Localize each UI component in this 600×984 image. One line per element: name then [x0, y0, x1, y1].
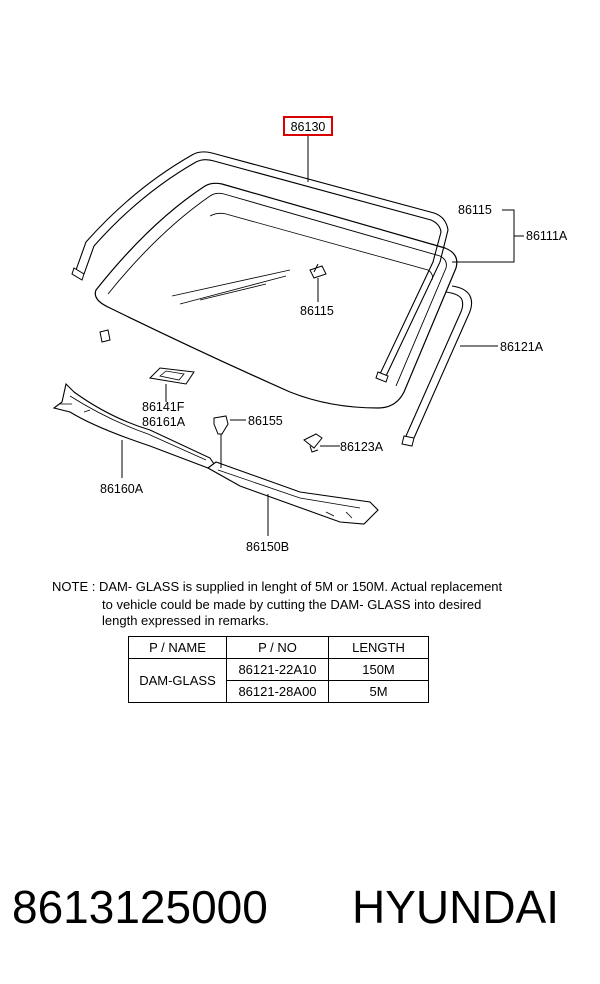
- glass-clip-left: [99, 329, 111, 343]
- callout-86115-top: 86115: [458, 203, 492, 217]
- table-header-row: P / NAME P / NO LENGTH: [128, 636, 429, 659]
- windshield-moulding-outer: [75, 151, 449, 377]
- windshield-reflection: [171, 269, 291, 305]
- windshield-parts-diagram: 86130 86115 86111A 86115 86121A 86141F 8…: [52, 116, 568, 554]
- upper-clip-86115: [309, 263, 327, 279]
- dam-glass-strip: [413, 285, 473, 439]
- windshield-glass: [94, 182, 458, 409]
- callout-86160a: 86160A: [100, 482, 144, 496]
- clip-86123a: [303, 433, 323, 453]
- windshield-glass-black-band: [209, 212, 433, 281]
- footer-brand: HYUNDAI: [352, 881, 560, 933]
- note-line-2: to vehicle could be made by cutting the …: [102, 597, 482, 612]
- cowl-panel-right: [206, 461, 379, 525]
- header-length: LENGTH: [328, 636, 429, 659]
- callout-86150b: 86150B: [246, 540, 289, 554]
- header-pname: P / NAME: [128, 636, 227, 659]
- callout-86155: 86155: [248, 414, 283, 428]
- callout-86161a: 86161A: [142, 415, 186, 429]
- footer-part-number: 8613125000: [12, 881, 268, 933]
- moulding-end-left: [71, 267, 85, 281]
- callout-86130: 86130: [291, 120, 326, 134]
- note-line-1: NOTE : DAM- GLASS is supplied in lenght …: [52, 579, 503, 594]
- clip-86155: [213, 415, 229, 435]
- callout-86115-mid: 86115: [300, 304, 334, 318]
- table-row: DAM-GLASS 86121-22A10 150M: [128, 658, 429, 703]
- cell-length: 5M: [328, 680, 429, 703]
- pad-86141f: [148, 367, 195, 385]
- cell-pname: DAM-GLASS: [128, 658, 227, 703]
- dam-glass-table: P / NAME P / NO LENGTH DAM-GLASS 86121-2…: [128, 636, 429, 703]
- callout-86123a: 86123A: [340, 440, 384, 454]
- windshield-glass-inner-edge: [107, 192, 447, 387]
- note-line-3: length expressed in remarks.: [102, 613, 269, 628]
- header-pno: P / NO: [226, 636, 329, 659]
- cell-pno: 86121-28A00: [226, 680, 329, 703]
- callout-86141f: 86141F: [142, 400, 185, 414]
- table-row: 86121-28A00 5M: [129, 680, 429, 703]
- leader-86111a: [452, 209, 515, 263]
- dam-glass-strip-inner: [405, 291, 464, 437]
- cell-length: 150M: [328, 658, 429, 681]
- cowl-panel-left: [52, 382, 215, 469]
- moulding-end-right: [375, 371, 389, 383]
- highlight-box-86130: [283, 116, 333, 136]
- dam-glass-end: [401, 435, 415, 447]
- windshield-moulding-inner: [83, 159, 442, 375]
- callout-86121a: 86121A: [500, 340, 544, 354]
- cell-pno: 86121-22A10: [226, 658, 329, 681]
- callout-86111a: 86111A: [526, 229, 568, 243]
